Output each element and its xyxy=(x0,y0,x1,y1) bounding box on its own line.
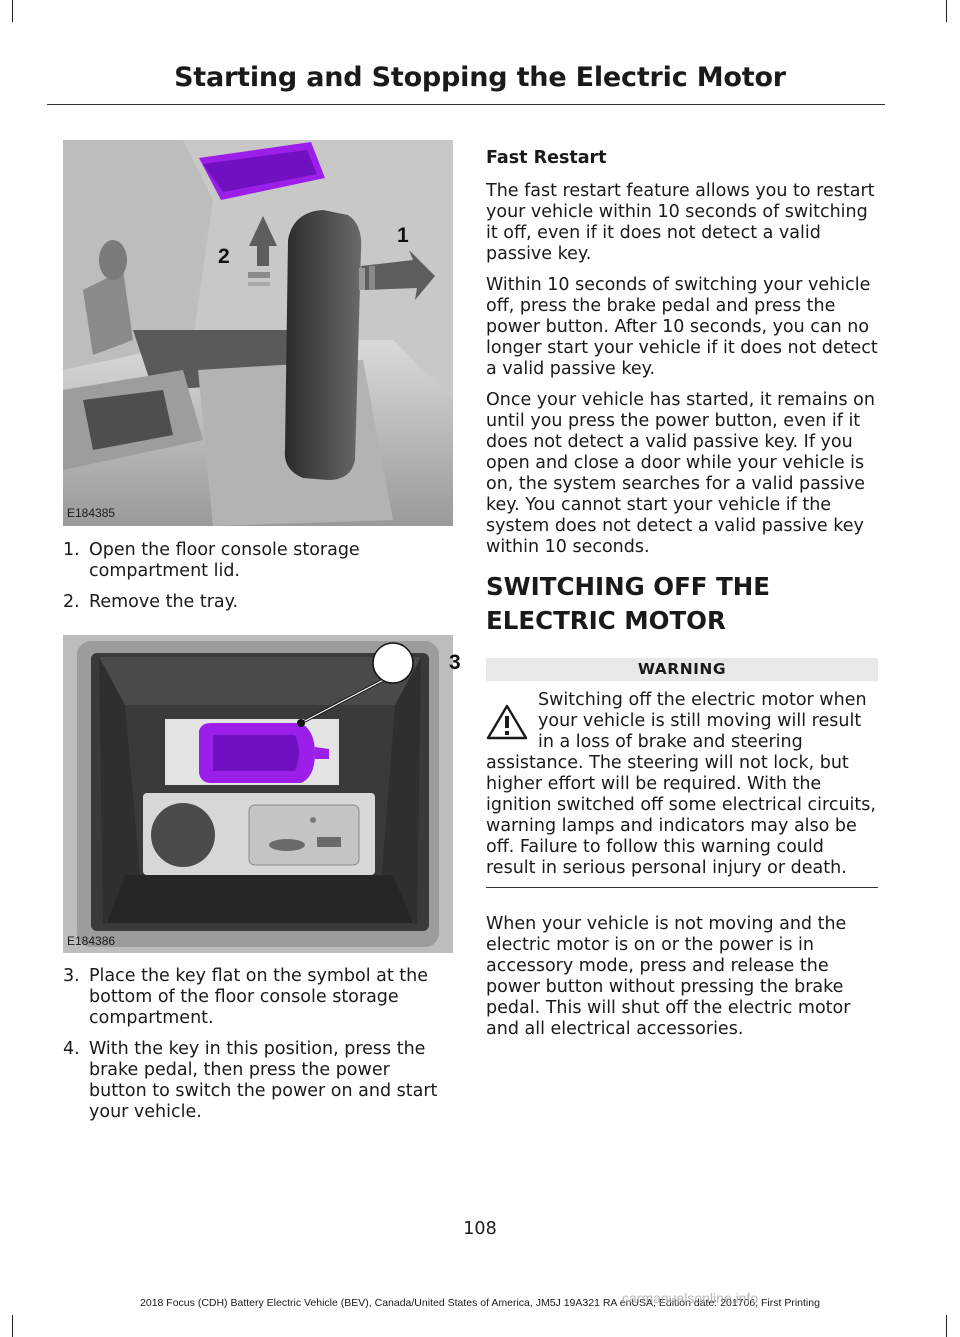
warning-text-rest: assistance. The steering will not lock, … xyxy=(486,753,876,878)
figure-id: E184385 xyxy=(67,506,116,520)
crop-mark-top-left-v xyxy=(12,0,13,22)
warning-divider xyxy=(486,887,878,888)
step-number: 2. xyxy=(63,592,80,612)
steps-list-a: 1. Open the floor console storage compart… xyxy=(63,540,453,623)
figure-id: E184386 xyxy=(67,934,116,948)
crop-mark-top-right-v xyxy=(946,0,947,22)
step-number: 3. xyxy=(63,966,80,986)
step-text: Remove the tray. xyxy=(89,592,239,612)
console-armrest-illustration xyxy=(63,140,453,526)
crop-mark-bottom-right-v xyxy=(946,1315,947,1337)
storage-compartment-illustration xyxy=(63,635,453,953)
paragraph: The fast restart feature allows you to r… xyxy=(486,181,875,264)
list-item: 4. With the key in this position, press t… xyxy=(63,1039,453,1123)
warning-label: WARNING xyxy=(486,658,878,681)
fast-restart-heading: Fast Restart xyxy=(486,148,607,168)
figure-console-lid: 1 2 E184385 xyxy=(63,140,453,526)
step-text: With the key in this position, press the… xyxy=(89,1039,438,1122)
callout-1: 1 xyxy=(397,224,409,247)
step-text: Place the key flat on the symbol at the … xyxy=(89,966,429,1028)
list-item: 2. Remove the tray. xyxy=(63,592,453,613)
watermark: carmanualsonline.info xyxy=(622,1290,759,1306)
callout-3: 3 xyxy=(449,651,461,674)
section-heading-line2: ELECTRIC MOTOR xyxy=(486,606,726,635)
list-item: 1. Open the floor console storage compart… xyxy=(63,540,453,582)
warning-text-first: Switching off the electric motor when yo… xyxy=(538,690,867,752)
warning-triangle-icon xyxy=(486,704,528,740)
section-heading-line1: SWITCHING OFF THE xyxy=(486,572,771,601)
footer-edition: 2018 Focus (CDH) Battery Electric Vehicl… xyxy=(140,1297,820,1309)
steps-list-b: 3. Place the key flat on the symbol at th… xyxy=(63,966,453,1133)
paragraph: Once your vehicle has started, it remain… xyxy=(486,390,875,557)
page-title: Starting and Stopping the Electric Motor xyxy=(174,62,786,93)
page-number: 108 xyxy=(463,1219,497,1239)
step-text: Open the floor console storage compartme… xyxy=(89,540,360,581)
list-item: 3. Place the key flat on the symbol at th… xyxy=(63,966,453,1029)
crop-mark-bottom-left-v xyxy=(12,1315,13,1337)
paragraph: Within 10 seconds of switching your vehi… xyxy=(486,275,878,379)
step-number: 4. xyxy=(63,1039,80,1059)
figure-key-position: 3 E184386 xyxy=(63,635,461,953)
callout-2: 2 xyxy=(218,245,230,268)
paragraph: When your vehicle is not moving and the … xyxy=(486,914,851,1039)
section-heading: SWITCHING OFF THE ELECTRIC MOTOR xyxy=(486,572,878,636)
right-column: Fast Restart The fast restart feature al… xyxy=(486,148,878,1050)
step-number: 1. xyxy=(63,540,80,560)
header-divider xyxy=(47,104,885,105)
warning-box: Switching off the electric motor when yo… xyxy=(486,690,878,879)
